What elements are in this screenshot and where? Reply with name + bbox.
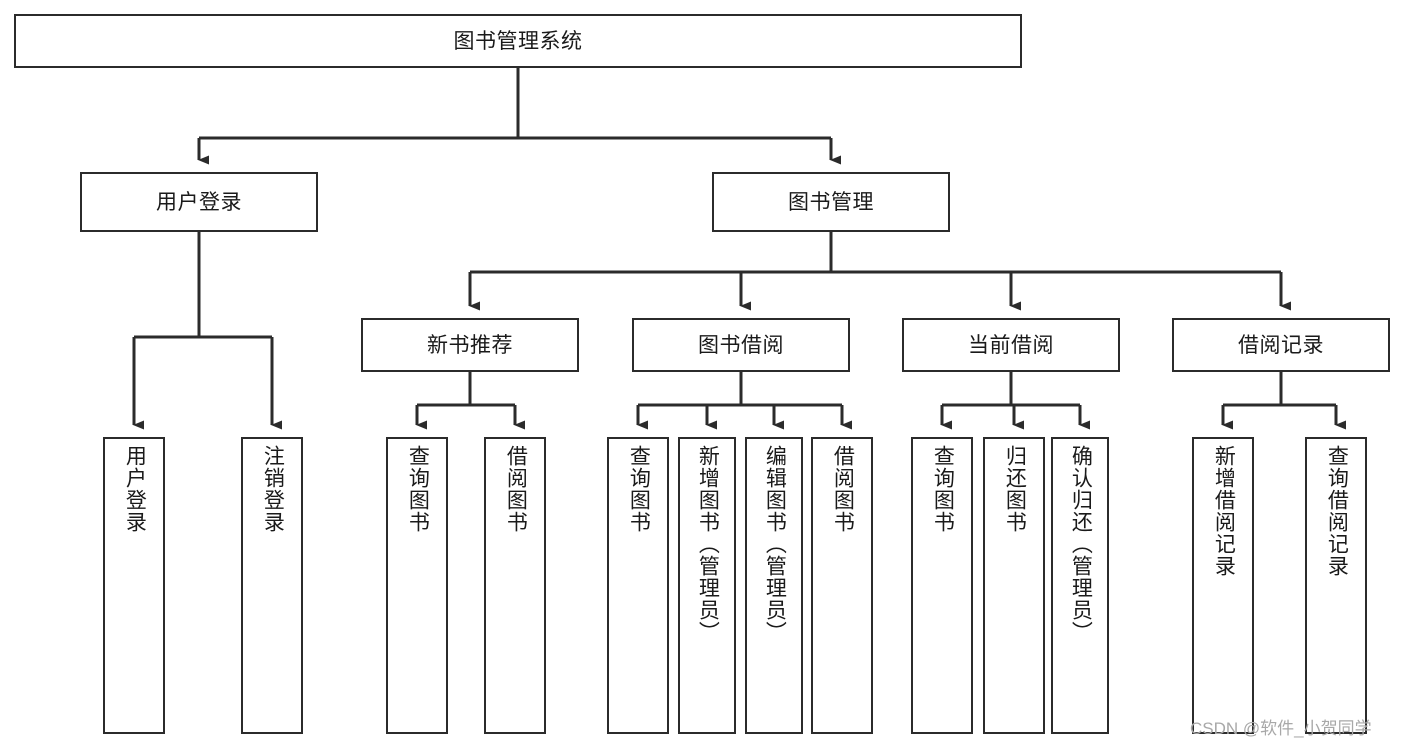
node-leaf-add-record[interactable]: 新增借阅记录 — [1192, 437, 1254, 734]
node-current-borrow-label: 当前借阅 — [968, 333, 1054, 357]
node-book-manage-label: 图书管理 — [788, 190, 874, 214]
node-leaf-logout-label: 注销登录 — [261, 445, 285, 533]
node-leaf-query-book-2-label: 查询图书 — [627, 445, 651, 533]
node-book-borrow-label: 图书借阅 — [698, 333, 784, 357]
node-leaf-query-book-2[interactable]: 查询图书 — [607, 437, 669, 734]
node-borrow-record-label: 借阅记录 — [1238, 333, 1324, 357]
node-book-manage[interactable]: 图书管理 — [712, 172, 950, 232]
node-leaf-user-login-label: 用户登录 — [123, 445, 147, 533]
node-root-system[interactable]: 图书管理系统 — [14, 14, 1022, 68]
node-leaf-query-book-1[interactable]: 查询图书 — [386, 437, 448, 734]
node-new-book-recommend-label: 新书推荐 — [427, 333, 513, 357]
node-current-borrow[interactable]: 当前借阅 — [902, 318, 1120, 372]
node-leaf-borrow-book-1-label: 借阅图书 — [504, 445, 528, 533]
node-borrow-record[interactable]: 借阅记录 — [1172, 318, 1390, 372]
watermark-text: CSDN @软件_小贺同学 — [1190, 719, 1372, 738]
node-user-login-label: 用户登录 — [156, 190, 242, 214]
node-leaf-add-book[interactable]: 新增图书（管理员） — [678, 437, 736, 734]
node-new-book-recommend[interactable]: 新书推荐 — [361, 318, 579, 372]
node-leaf-add-book-label: 新增图书（管理员） — [696, 445, 720, 643]
node-leaf-query-book-3[interactable]: 查询图书 — [911, 437, 973, 734]
node-leaf-add-record-label: 新增借阅记录 — [1212, 445, 1236, 577]
node-leaf-query-record[interactable]: 查询借阅记录 — [1305, 437, 1367, 734]
node-leaf-borrow-book-2-label: 借阅图书 — [831, 445, 855, 533]
node-leaf-confirm-return-label: 确认归还（管理员） — [1069, 445, 1093, 643]
node-leaf-logout[interactable]: 注销登录 — [241, 437, 303, 734]
node-leaf-return-book[interactable]: 归还图书 — [983, 437, 1045, 734]
node-leaf-query-book-1-label: 查询图书 — [406, 445, 430, 533]
node-leaf-edit-book-label: 编辑图书（管理员） — [763, 445, 787, 643]
node-leaf-query-book-3-label: 查询图书 — [931, 445, 955, 533]
node-leaf-confirm-return[interactable]: 确认归还（管理员） — [1051, 437, 1109, 734]
node-leaf-borrow-book-1[interactable]: 借阅图书 — [484, 437, 546, 734]
node-root-label: 图书管理系统 — [453, 29, 583, 53]
node-leaf-edit-book[interactable]: 编辑图书（管理员） — [745, 437, 803, 734]
node-user-login[interactable]: 用户登录 — [80, 172, 318, 232]
node-book-borrow[interactable]: 图书借阅 — [632, 318, 850, 372]
node-leaf-return-book-label: 归还图书 — [1003, 445, 1027, 533]
node-leaf-query-record-label: 查询借阅记录 — [1325, 445, 1349, 577]
node-leaf-borrow-book-2[interactable]: 借阅图书 — [811, 437, 873, 734]
node-leaf-user-login[interactable]: 用户登录 — [103, 437, 165, 734]
